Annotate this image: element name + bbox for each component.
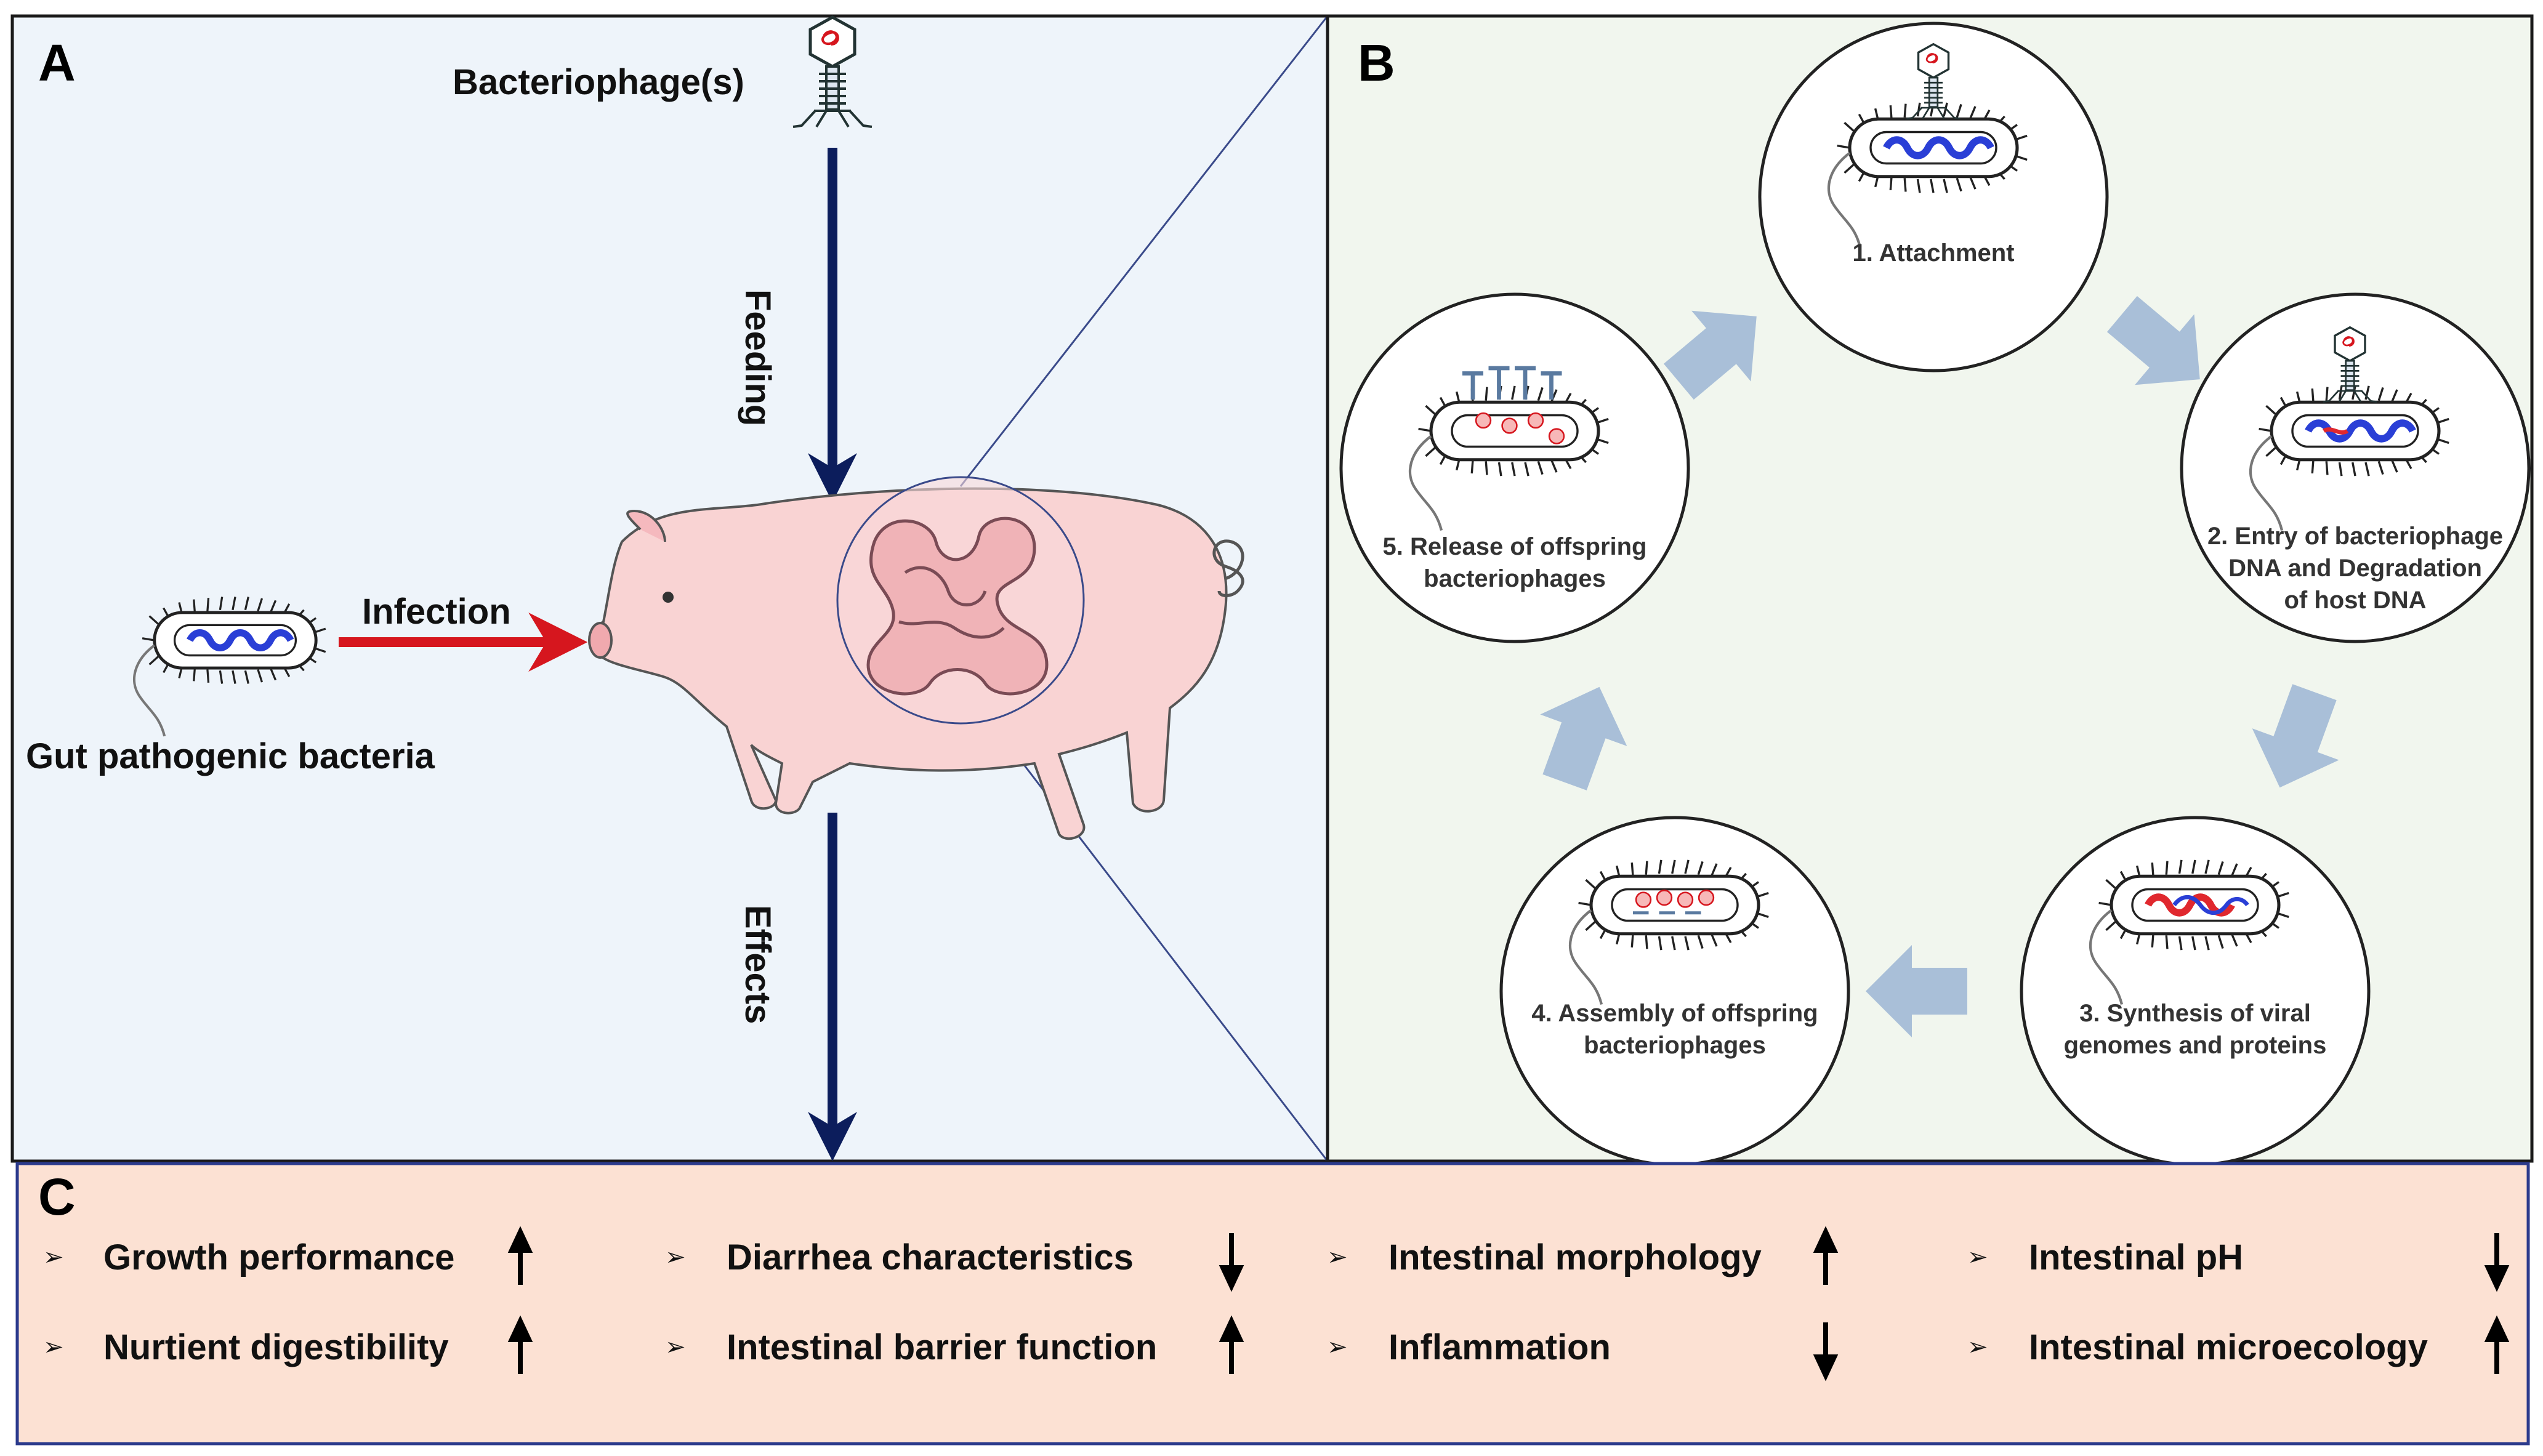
bacterium-icon xyxy=(134,597,326,736)
bullet-icon: ➢ xyxy=(43,1333,64,1361)
panel-c-letter: C xyxy=(38,1168,76,1226)
step-4-line-1: 4. Assembly of offspring xyxy=(1531,1000,1818,1027)
bacteria-label: Gut pathogenic bacteria xyxy=(26,736,435,776)
step-4-bacterium xyxy=(1570,860,1768,1005)
step-5-bacterium xyxy=(1410,366,1608,531)
effect-diarrhea-characteristics: Diarrhea characteristics xyxy=(727,1237,1134,1277)
phage-label: Bacteriophage(s) xyxy=(453,62,744,102)
arrow-up-icon xyxy=(507,1226,533,1285)
step-1-circle xyxy=(1758,22,2109,372)
step-4-line-2: bacteriophages xyxy=(1584,1032,1766,1059)
feeding-label: Feeding xyxy=(738,289,778,427)
step-2-circle xyxy=(2180,292,2531,643)
step-5-circle xyxy=(1339,292,1690,643)
step-3-circle xyxy=(2020,816,2371,1167)
bullet-icon: ➢ xyxy=(1967,1333,1988,1361)
bullet-icon: ➢ xyxy=(1327,1243,1348,1271)
step-1-bacterium xyxy=(1829,42,2027,247)
step-2-label: 2. Entry of bacteriophage DNA and Degrad… xyxy=(2189,520,2521,616)
panel-b-letter: B xyxy=(1358,34,1395,92)
step-1-label: 1. Attachment xyxy=(1810,237,2057,269)
effects-label: Effects xyxy=(738,905,778,1024)
bullet-icon: ➢ xyxy=(43,1243,64,1271)
effect-intestinal-ph: Intestinal pH xyxy=(2029,1237,2244,1277)
zoom-line-top xyxy=(959,15,1329,487)
arrow-up-icon xyxy=(507,1315,533,1374)
bullet-icon: ➢ xyxy=(665,1333,686,1361)
step-5-label: 5. Release of offspring bacteriophages xyxy=(1361,531,1669,595)
step-4-circle xyxy=(1499,816,1850,1167)
arrow-down-icon xyxy=(1813,1322,1839,1382)
step-3-label: 3. Synthesis of viral genomes and protei… xyxy=(2041,997,2349,1061)
panel-a-letter: A xyxy=(38,34,76,92)
cycle-arrow-5-to-1 xyxy=(1663,310,1757,400)
step-2-line-1: 2. Entry of bacteriophage xyxy=(2207,523,2504,550)
effect-growth-performance: Growth performance xyxy=(103,1237,455,1277)
cycle-arrow-1-to-2 xyxy=(2106,296,2200,385)
step-1-line-1: 1. Attachment xyxy=(1852,239,2015,267)
step-3-bacterium xyxy=(2090,860,2289,1005)
step-3-line-2: genomes and proteins xyxy=(2063,1032,2327,1059)
infection-label: Infection xyxy=(362,592,511,632)
effect-inflammation: Inflammation xyxy=(1388,1327,1611,1367)
arrow-up-icon xyxy=(1813,1226,1839,1285)
cycle-arrow-2-to-3 xyxy=(2252,684,2339,788)
step-2-line-2: DNA and Degradation xyxy=(2228,555,2482,582)
effect-nutrient-digestibility: Nurtient digestibility xyxy=(103,1327,449,1367)
bullet-icon: ➢ xyxy=(1327,1333,1348,1361)
cycle-arrow-3-to-4 xyxy=(1866,945,1967,1037)
cycle-arrow-4-to-5 xyxy=(1540,686,1627,790)
bullet-icon: ➢ xyxy=(665,1243,686,1271)
step-5-line-2: bacteriophages xyxy=(1424,565,1606,592)
step-4-label: 4. Assembly of offspring bacteriophages xyxy=(1515,997,1835,1061)
intestine-icon xyxy=(866,517,1049,696)
effect-intestinal-microecology: Intestinal microecology xyxy=(2029,1327,2428,1367)
bullet-icon: ➢ xyxy=(1967,1243,1988,1271)
step-3-line-1: 3. Synthesis of viral xyxy=(2079,1000,2311,1027)
panel-c-frame xyxy=(15,1162,2530,1446)
effect-intestinal-morphology: Intestinal morphology xyxy=(1388,1237,1762,1277)
step-2-line-3: of host DNA xyxy=(2284,587,2427,614)
step-5-line-1: 5. Release of offspring xyxy=(1382,533,1647,560)
effect-intestinal-barrier-function: Intestinal barrier function xyxy=(727,1327,1158,1367)
arrow-up-icon xyxy=(1219,1315,1244,1374)
arrow-down-icon xyxy=(1219,1233,1244,1292)
arrow-up-icon xyxy=(2484,1315,2510,1374)
step-2-bacterium xyxy=(2251,326,2449,531)
arrow-down-icon xyxy=(2484,1233,2510,1292)
